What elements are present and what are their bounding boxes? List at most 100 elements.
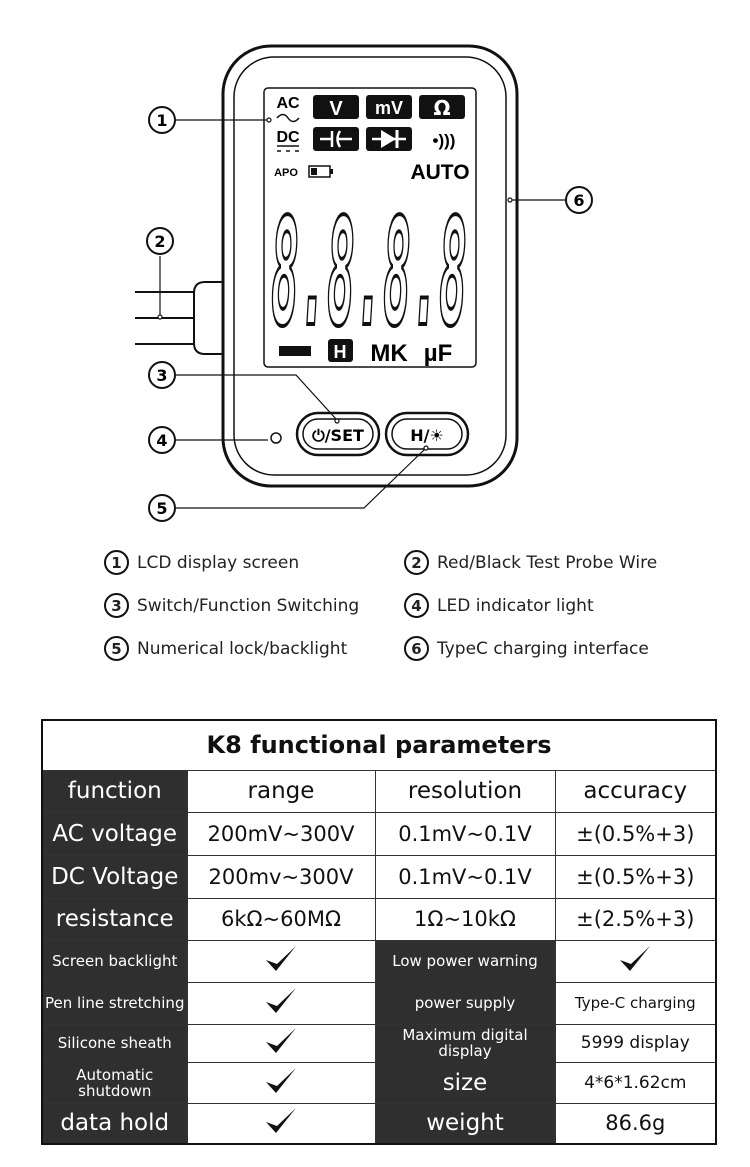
table-row: Silicone sheath Maximum digital display … <box>41 1023 717 1063</box>
legend-item-6: 6 TypeC charging interface <box>404 636 649 661</box>
table-row: Screen backlight Low power warning <box>41 939 717 983</box>
callout-3: 3 <box>148 361 176 389</box>
lcd-dc-label: DC <box>276 129 300 146</box>
legend-item-5: 5 Numerical lock/backlight <box>104 636 347 661</box>
callout-5: 5 <box>148 494 176 522</box>
diode-icon <box>372 130 406 148</box>
feature-value: 5999 display <box>554 1023 717 1063</box>
capacitor-icon <box>320 130 352 148</box>
power-set-label: ⏻/SET <box>312 426 364 445</box>
table-row: resistance 6kΩ~60MΩ 1Ω~10kΩ ±(2.5%+3) <box>41 897 717 941</box>
feature-value: Type-C charging <box>554 981 717 1025</box>
callout-lines <box>157 117 565 509</box>
svg-text:4: 4 <box>156 431 167 450</box>
table-title: K8 functional parameters <box>41 719 717 771</box>
callout-2: 2 <box>146 227 174 255</box>
legend-item-1: 1 LCD display screen <box>104 550 299 575</box>
legend-text: TypeC charging interface <box>437 638 649 659</box>
checkmark-icon <box>266 1067 296 1093</box>
resolution-value: 1Ω~10kΩ <box>374 897 556 941</box>
lcd-apo-label: APO <box>274 167 298 179</box>
lcd-digits: 8.8.8.8 <box>271 187 467 359</box>
legend-text: Red/Black Test Probe Wire <box>437 552 658 573</box>
feature-label: Maximum digital display <box>374 1023 556 1063</box>
checkmark-icon <box>620 946 651 971</box>
probe-wires <box>135 291 200 345</box>
resolution-value: 0.1mV~0.1V <box>374 854 556 899</box>
lcd-negative-bar <box>279 346 311 356</box>
led-indicator <box>270 432 282 444</box>
checkmark-icon <box>266 1108 296 1134</box>
feature-value: 86.6g <box>554 1102 717 1145</box>
callout-4: 4 <box>148 426 176 454</box>
probe-connector <box>193 281 228 355</box>
svg-text:5: 5 <box>156 499 167 518</box>
table-row: DC Voltage 200mv~300V 0.1mV~0.1V ±(0.5%+… <box>41 854 717 899</box>
table-row: Pen line stretching power supply Type-C … <box>41 981 717 1025</box>
legend-text: LCD display screen <box>137 552 300 573</box>
check-cell <box>554 939 717 983</box>
legend-text: LED indicator light <box>437 595 594 616</box>
lcd-millivolt-label: mV <box>375 98 403 118</box>
feature-label: Automatic shutdown <box>41 1061 188 1104</box>
lcd-unit-label: µF <box>424 340 453 367</box>
legend: 1 LCD display screen 2 Red/Black Test Pr… <box>0 540 750 680</box>
legend-item-2: 2 Red/Black Test Probe Wire <box>404 550 657 575</box>
resolution-value: 0.1mV~0.1V <box>374 811 556 856</box>
feature-label: weight <box>374 1102 556 1145</box>
svg-text:6: 6 <box>573 191 584 210</box>
range-value: 200mv~300V <box>186 854 376 899</box>
battery-icon <box>308 165 333 178</box>
feature-label: power supply <box>374 981 556 1025</box>
feature-value: 4*6*1.62cm <box>554 1061 717 1104</box>
ac-wave-icon <box>276 113 300 123</box>
check-cell <box>186 1061 376 1104</box>
svg-text:3: 3 <box>156 366 167 385</box>
feature-label: Pen line stretching <box>41 981 188 1025</box>
legend-item-3: 3 Switch/Function Switching <box>104 593 359 618</box>
checkmark-icon <box>266 946 296 971</box>
legend-text: Switch/Function Switching <box>137 595 360 616</box>
range-value: 6kΩ~60MΩ <box>186 897 376 941</box>
header-accuracy: accuracy <box>554 769 717 813</box>
device-diagram: AC DC V mV Ω •))) APO AUTO 8.8.8.8 H MK … <box>135 44 593 522</box>
device-bezel <box>233 56 507 476</box>
lcd-auto-label: AUTO <box>410 161 469 184</box>
row-label: resistance <box>41 897 188 941</box>
lcd-screen <box>263 87 477 368</box>
accuracy-value: ±(2.5%+3) <box>554 897 717 941</box>
check-cell <box>186 1102 376 1145</box>
header-range: range <box>186 769 376 813</box>
feature-label: size <box>374 1061 556 1104</box>
check-cell <box>186 1023 376 1063</box>
range-value: 200mV~300V <box>186 811 376 856</box>
spec-table: K8 functional parameters function range … <box>41 719 718 1145</box>
callout-6: 6 <box>565 186 593 214</box>
accuracy-value: ±(0.5%+3) <box>554 811 717 856</box>
check-cell <box>186 939 376 983</box>
header-resolution: resolution <box>374 769 556 813</box>
beep-icon: •))) <box>433 131 456 150</box>
accuracy-value: ±(0.5%+3) <box>554 854 717 899</box>
legend-text: Numerical lock/backlight <box>137 638 348 659</box>
svg-text:2: 2 <box>154 232 165 251</box>
table-row: AC voltage 200mV~300V 0.1mV~0.1V ±(0.5%+… <box>41 811 717 856</box>
checkmark-icon <box>266 988 296 1013</box>
svg-text:1: 1 <box>156 111 167 130</box>
lcd-ohm-label: Ω <box>433 96 450 120</box>
checkmark-icon <box>266 1028 296 1053</box>
header-function: function <box>41 769 188 813</box>
row-label: AC voltage <box>41 811 188 856</box>
lcd-ac-label: AC <box>276 95 300 112</box>
legend-item-4: 4 LED indicator light <box>404 593 594 618</box>
feature-label: data hold <box>41 1102 188 1145</box>
callout-1: 1 <box>148 106 176 134</box>
hold-backlight-button[interactable]: H/☀ <box>384 411 470 457</box>
table-row: data hold weight 86.6g <box>41 1102 717 1145</box>
hold-backlight-label: H/☀ <box>410 426 444 445</box>
check-cell <box>186 981 376 1025</box>
feature-label: Screen backlight <box>41 939 188 983</box>
feature-label: Low power warning <box>374 939 556 983</box>
table-row: Automatic shutdown size 4*6*1.62cm <box>41 1061 717 1104</box>
lcd-mk-label: MK <box>370 340 408 367</box>
